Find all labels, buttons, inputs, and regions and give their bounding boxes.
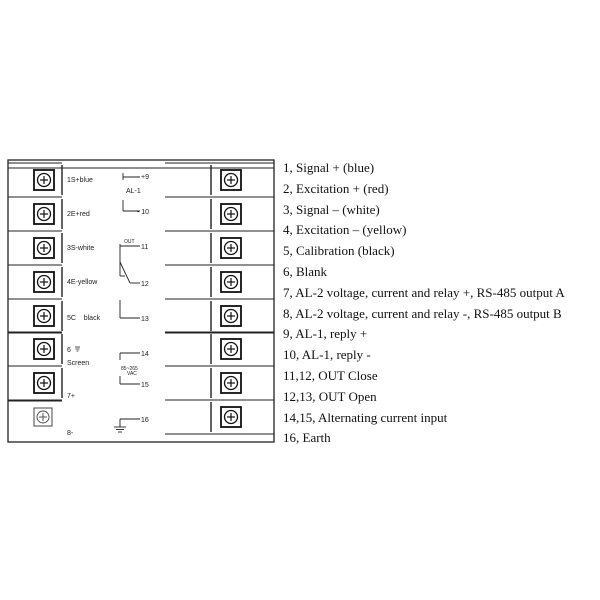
legend-item-4: 4, Excitation – (yellow) bbox=[283, 222, 407, 238]
left-screw-terminal-8 bbox=[33, 407, 53, 427]
terminal-number-14: 14 bbox=[141, 351, 149, 358]
left-screw-terminal-1 bbox=[33, 169, 55, 191]
right-screw-terminal-15 bbox=[220, 372, 242, 394]
left-screw-terminal-4 bbox=[33, 271, 55, 293]
left-screw-terminal-6 bbox=[33, 338, 55, 360]
legend-item-12: 12,13, OUT Open bbox=[283, 388, 377, 404]
terminal-label-1: 1S+blue bbox=[67, 177, 93, 184]
left-screw-terminal-7 bbox=[33, 372, 55, 394]
terminal-number-12: 12 bbox=[141, 281, 149, 288]
left-screw-terminal-5 bbox=[33, 305, 55, 327]
terminal-number-15: 15 bbox=[141, 382, 149, 389]
inner-schematic bbox=[114, 173, 140, 433]
right-terminal-column bbox=[165, 162, 274, 435]
right-screw-terminal-10 bbox=[220, 203, 242, 225]
terminal-label-8: 8- bbox=[67, 430, 74, 437]
right-screw-terminal-16 bbox=[220, 406, 242, 428]
terminal-label-7: 7+ bbox=[67, 393, 75, 400]
terminal-label-4: 4E-yellow bbox=[67, 279, 98, 286]
terminal-number-16: 16 bbox=[141, 417, 149, 424]
legend-item-8: 8, AL-2 voltage, current and relay -, RS… bbox=[283, 305, 562, 321]
right-screw-terminal-9 bbox=[220, 169, 242, 191]
terminal-sublabel-6: Screen bbox=[67, 360, 89, 367]
al1-label: AL-1 bbox=[126, 188, 141, 195]
legend-item-13: 14,15, Alternating current input bbox=[283, 409, 448, 425]
legend-item-5: 5, Calibration (black) bbox=[283, 243, 395, 259]
terminal-number-11: 11 bbox=[141, 244, 148, 251]
left-screw-terminal-3 bbox=[33, 237, 55, 259]
legend-item-10: 10, AL-1, reply - bbox=[283, 347, 371, 363]
right-screw-terminal-12 bbox=[220, 271, 242, 293]
legend-item-6: 6, Blank bbox=[283, 263, 328, 279]
terminal-label-6: 6 bbox=[67, 347, 71, 354]
screen-ground-symbol bbox=[75, 346, 80, 352]
legend-item-3: 3, Signal – (white) bbox=[283, 201, 380, 217]
terminal-number-10: - 10 bbox=[137, 209, 149, 216]
terminal-label-2: 2E+red bbox=[67, 211, 90, 218]
terminal-number-9: +9 bbox=[141, 174, 149, 181]
terminal-label-5: 5C black bbox=[67, 315, 101, 322]
legend-item-14: 16, Earth bbox=[283, 430, 331, 446]
terminal-legend: 1, Signal + (blue) 2, Excitation + (red)… bbox=[283, 158, 565, 449]
out-label: OUT bbox=[124, 239, 135, 245]
right-screw-terminal-14 bbox=[220, 338, 242, 360]
right-screw-terminal-13 bbox=[220, 305, 242, 327]
right-screw-terminal-11 bbox=[220, 237, 242, 259]
vac-range-label: 85~265 bbox=[121, 366, 138, 372]
terminal-label-3: 3S-white bbox=[67, 245, 94, 252]
legend-item-2: 2, Excitation + (red) bbox=[283, 180, 389, 196]
left-terminal-column bbox=[8, 162, 63, 427]
legend-item-11: 11,12, OUT Close bbox=[283, 367, 378, 383]
legend-item-9: 9, AL-1, reply + bbox=[283, 326, 368, 342]
terminal-number-13: 13 bbox=[141, 316, 149, 323]
legend-item-7: 7, AL-2 voltage, current and relay +, RS… bbox=[283, 284, 565, 300]
legend-item-1: 1, Signal + (blue) bbox=[283, 160, 375, 175]
left-screw-terminal-2 bbox=[33, 203, 55, 225]
vac-unit-label: VAC bbox=[127, 371, 137, 377]
